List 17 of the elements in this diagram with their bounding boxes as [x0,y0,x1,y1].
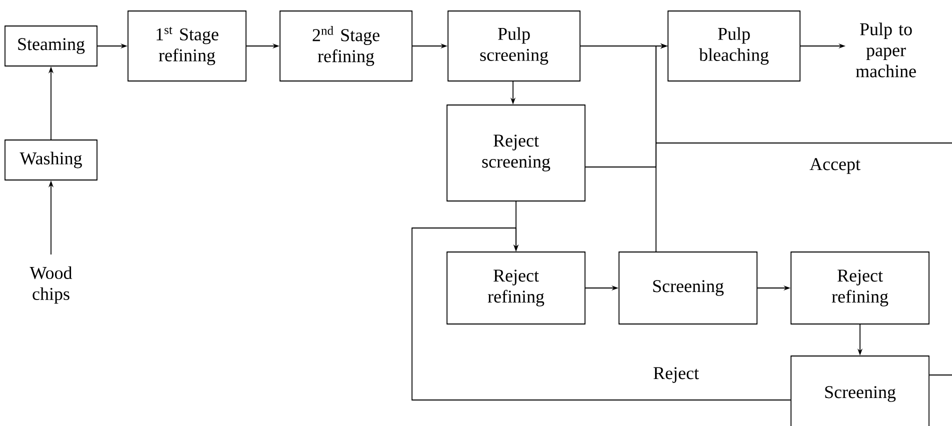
process-box: 2$^{nd}$ Stage refining [280,10,412,82]
arrow [412,228,791,400]
process-box: Reject refining [790,252,930,324]
process-box: Pulp bleaching [668,10,800,82]
flow-text: Wood chips [30,266,72,304]
flow-text: Pulp to paper machine [856,22,916,78]
process-box: Steaming [4,26,98,66]
edge-label: Reject [652,366,700,384]
process-box: Washing [4,140,98,180]
process-box: Pulp screening [448,10,580,82]
arrow [656,43,952,376]
process-box: Reject refining [446,252,586,324]
process-box: Screening [618,252,758,324]
process-box: Screening [790,356,930,426]
process-box: Reject screening [446,104,586,202]
edge-label: Accept [808,157,862,175]
process-box: 1$^{st}$ Stage refining [128,10,246,82]
